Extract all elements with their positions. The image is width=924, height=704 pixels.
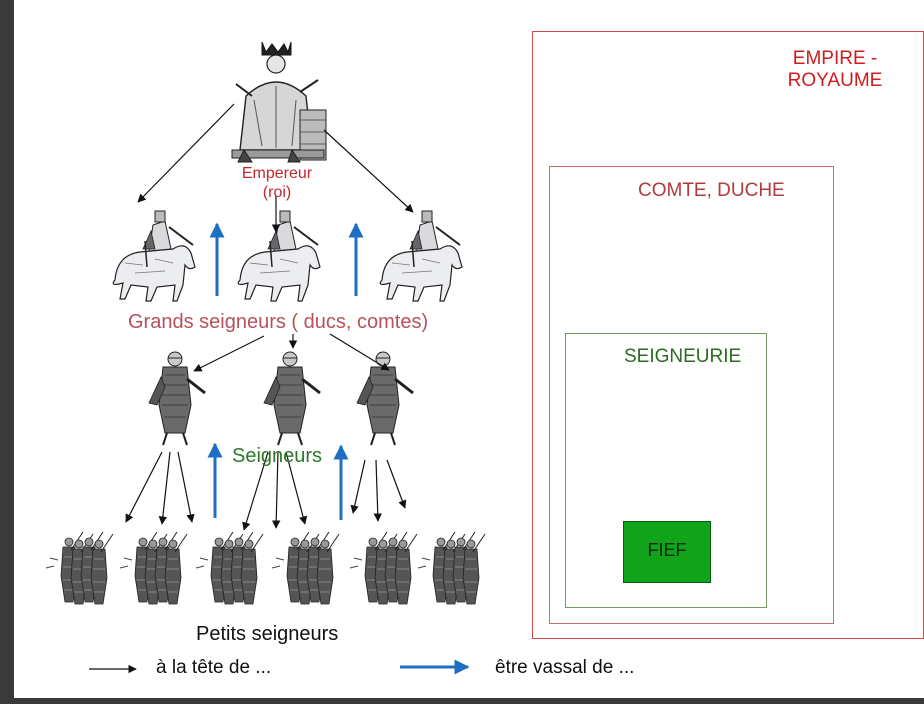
left-frame-bar (0, 0, 14, 704)
emperor-label: Empereur (roi) (222, 164, 332, 202)
knight-center (262, 350, 322, 447)
comte-territory-box (549, 166, 834, 624)
seigneurie-label: SEIGNEURIE (624, 346, 742, 367)
empire-label-line1: EMPIRE - (792, 48, 878, 69)
grands-seigneurs-label: Grands seigneurs ( ducs, comtes) (128, 311, 429, 333)
seigneurs-label: Seigneurs (232, 445, 323, 467)
legend-head-of-label: à la tête de ... (156, 657, 272, 678)
emperor-subtitle: (roi) (262, 184, 292, 201)
fief-box (623, 521, 711, 583)
petits-seigneurs-label: Petits seigneurs (196, 623, 339, 645)
knight-right (355, 350, 415, 447)
horseman-center (237, 210, 321, 302)
emperor-title: Empereur (241, 165, 313, 182)
legend-vassal-label: être vassal de ... (495, 657, 635, 678)
seigneurie-territory-box (565, 333, 767, 608)
horseman-left (112, 210, 197, 302)
foot-soldiers-row (46, 532, 485, 604)
fief-label: FIEF (647, 540, 687, 560)
empire-label: EMPIRE - ROYAUME (770, 48, 900, 92)
bottom-frame-bar (0, 698, 924, 704)
empire-label-line2: ROYAUME (787, 70, 883, 91)
knight-left (147, 350, 207, 447)
horseman-right (379, 210, 463, 302)
head-of-arrows (125, 103, 414, 531)
comte-label: COMTE, DUCHE (638, 180, 785, 201)
emperor-figure (231, 41, 327, 163)
vassal-of-arrows (207, 222, 364, 520)
